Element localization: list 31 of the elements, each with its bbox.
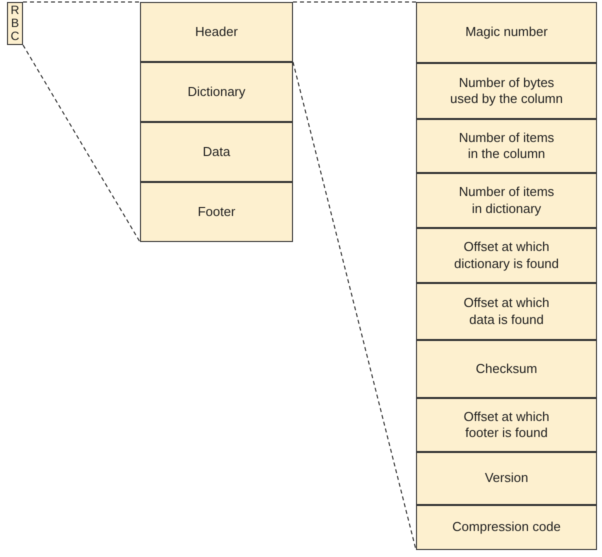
block-label: Number of bytes used by the column bbox=[449, 74, 564, 108]
field-block bbox=[416, 505, 597, 550]
field-block bbox=[416, 2, 597, 63]
field-block bbox=[416, 340, 597, 398]
field-block bbox=[416, 452, 597, 505]
field-block bbox=[416, 173, 597, 228]
field-block bbox=[140, 122, 293, 182]
block-label: Magic number bbox=[465, 24, 548, 41]
block-label: Offset at which footer is found bbox=[462, 408, 550, 442]
block-label: Data bbox=[202, 144, 230, 160]
field-block bbox=[140, 62, 293, 122]
block-label: Checksum bbox=[476, 360, 538, 378]
zoom-line bbox=[292, 62, 416, 550]
zoom-line bbox=[22, 44, 140, 242]
field-block bbox=[416, 283, 597, 340]
field-block bbox=[416, 119, 597, 173]
block-label: Version bbox=[484, 470, 528, 487]
block-label: Header bbox=[195, 24, 238, 40]
field-block bbox=[416, 398, 597, 452]
block-label: Offset at which dictionary is found bbox=[453, 239, 560, 272]
block-label: Offset at which data is found bbox=[462, 295, 550, 328]
field-block bbox=[416, 63, 597, 119]
block-label: Dictionary bbox=[188, 84, 246, 100]
field-block bbox=[140, 182, 293, 242]
block-label: RBC bbox=[10, 4, 20, 44]
block-label: Number of items in dictionary bbox=[458, 184, 556, 217]
block-label: Compression code bbox=[452, 519, 561, 536]
block-label: Number of items in the column bbox=[458, 130, 556, 162]
field-block bbox=[140, 2, 293, 62]
field-block bbox=[416, 228, 597, 283]
block-label: Footer bbox=[198, 204, 236, 220]
